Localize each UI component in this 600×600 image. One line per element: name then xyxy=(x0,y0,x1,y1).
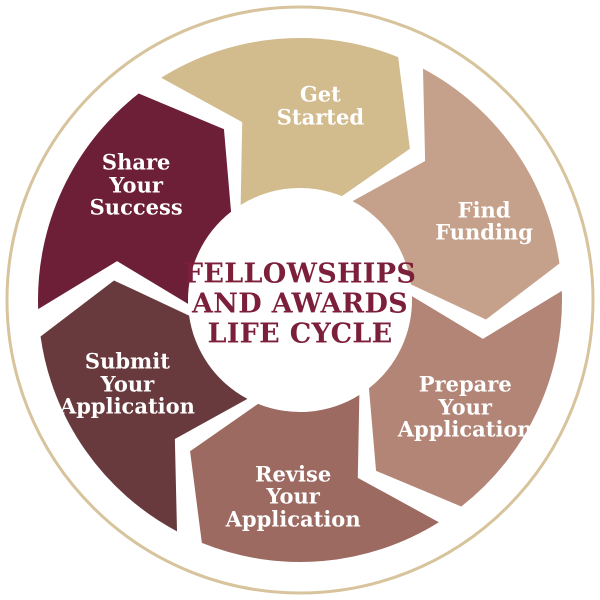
segment-get-started xyxy=(161,37,410,206)
cycle-segments xyxy=(38,37,562,563)
segment-share-success xyxy=(38,93,232,310)
segment-revise-application xyxy=(190,394,439,563)
segment-find-funding xyxy=(352,68,560,320)
segment-submit-application xyxy=(40,280,248,532)
segment-prepare-application xyxy=(368,290,562,507)
